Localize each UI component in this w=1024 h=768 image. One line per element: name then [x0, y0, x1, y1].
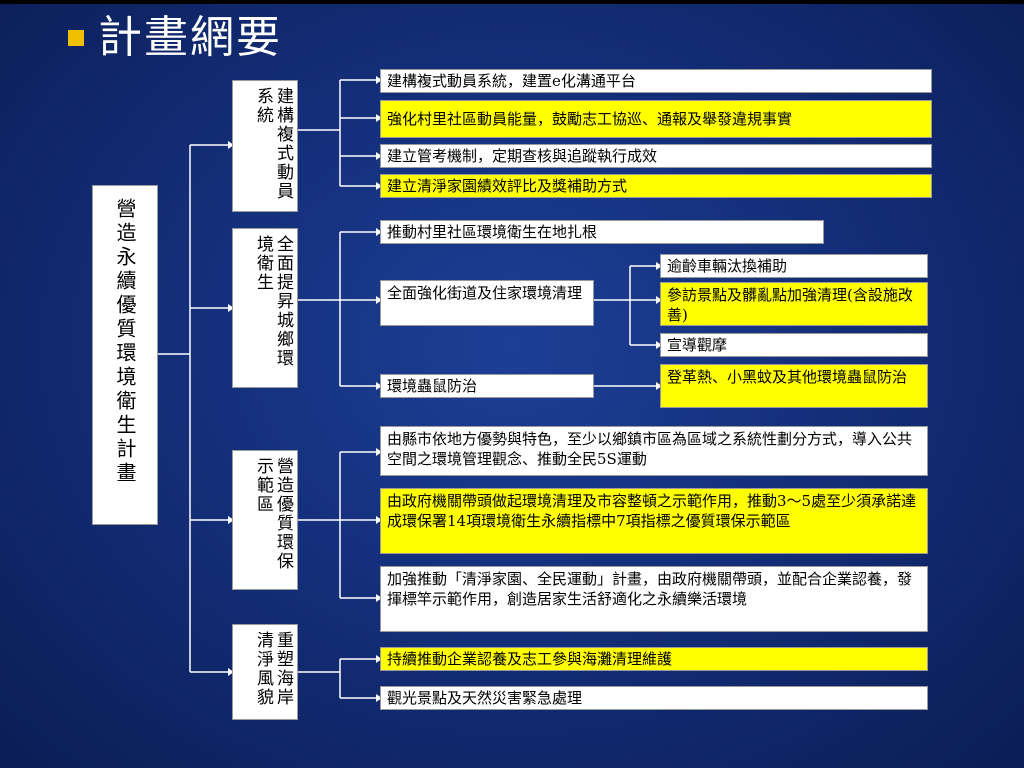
- top-bar: [0, 0, 1024, 4]
- item-2-2: 全面強化街道及住家環境清理: [380, 280, 594, 326]
- item-2-2c: 宣導觀摩: [660, 333, 928, 357]
- item-2-2a: 逾齡車輛汰換補助: [660, 254, 928, 278]
- item-2-1: 推動村里社區環境衛生在地扎根: [380, 220, 824, 244]
- root-node: 營造永續優質環境衛生計畫: [92, 185, 158, 525]
- item-3-3: 加強推動「清淨家園、全民運動」計畫，由政府機關帶頭，並配合企業認養，發揮標竿示範…: [380, 566, 928, 632]
- branch-node-mobilization: 建構複式動員系統: [232, 80, 298, 212]
- item-4-1: 持續推動企業認養及志工參與海灘清理維護: [380, 647, 928, 671]
- branch-node-coast: 重塑海岸清淨風貌: [232, 624, 298, 720]
- item-2-3: 環境蟲鼠防治: [380, 374, 594, 398]
- item-1-2: 強化村里社區動員能量，鼓勵志工協巡、通報及舉發違規事實: [380, 100, 932, 138]
- branch-node-demo-zone: 營造優質環保示範區: [232, 450, 298, 590]
- item-1-1: 建構複式動員系統，建置e化溝通平台: [380, 69, 932, 93]
- page-title: 計畫網要: [98, 12, 282, 63]
- item-2-3a: 登革熱、小黑蚊及其他環境蟲鼠防治: [660, 364, 928, 408]
- branch-node-environment: 全面提昇城鄉環境衛生: [232, 228, 298, 388]
- item-1-4: 建立清淨家園績效評比及獎補助方式: [380, 174, 932, 198]
- item-1-3: 建立管考機制，定期查核與追蹤執行成效: [380, 144, 932, 168]
- item-4-2: 觀光景點及天然災害緊急處理: [380, 686, 928, 710]
- item-3-2: 由政府機關帶頭做起環境清理及市容整頓之示範作用，推動3～5處至少須承諾達成環保署…: [380, 488, 928, 554]
- item-2-2b: 參訪景點及髒亂點加強清理(含設施改善): [660, 282, 928, 326]
- item-3-1: 由縣市依地方優勢與特色，至少以鄉鎮市區為區域之系統性劃分方式，導入公共空間之環境…: [380, 426, 928, 476]
- title-bullet-icon: [68, 30, 84, 46]
